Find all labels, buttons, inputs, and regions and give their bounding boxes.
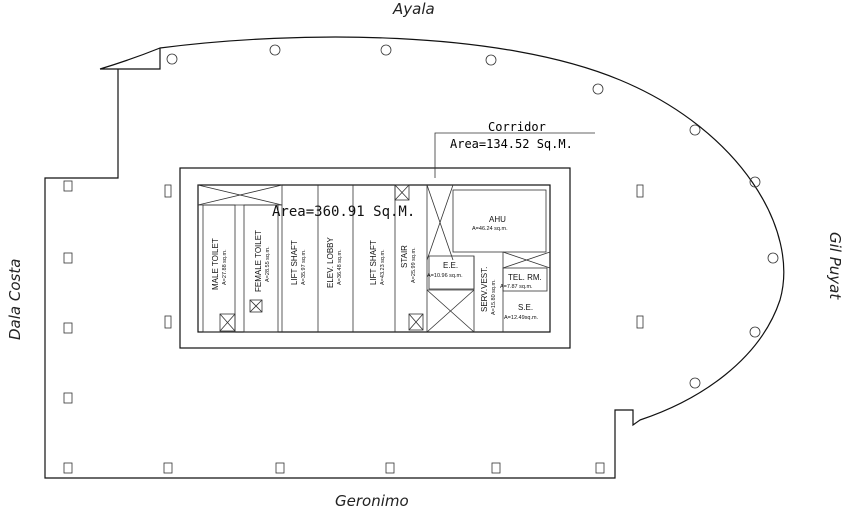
core-outline [179, 167, 571, 349]
room-name: LIFT SHAFT [290, 240, 299, 285]
room-area: A=7.87 sq.m. [500, 284, 533, 290]
street-north: Ayala [392, 0, 435, 18]
room-area: A=25.99 sq.m. [411, 247, 417, 283]
corridor-area: Area=134.52 Sq.M. [450, 137, 573, 151]
building-outline [44, 36, 785, 479]
room-area: A=36.48 sq.m. [337, 249, 343, 285]
room-name: LIFT SHAFT [369, 240, 378, 285]
room-name: SERV.VEST. [480, 267, 489, 312]
room-area: A=43.23 sq.m. [380, 249, 386, 285]
room-area: A=46.24 sq.m. [472, 226, 508, 232]
room-name: MALE TOILET [211, 238, 220, 290]
room-area: A=35.97 sq.m. [301, 249, 307, 285]
room-name: AHU [489, 215, 506, 224]
room-area: A=15.80 sq.m. [491, 279, 497, 315]
room-area: A=12.49sq.m. [504, 315, 539, 321]
room-name: STAIR [400, 245, 409, 268]
room-partitions [197, 184, 551, 333]
room-name: FEMALE TOILET [254, 230, 263, 292]
core-area: Area=360.91 Sq.M. [272, 204, 415, 220]
corridor-leader [434, 132, 595, 178]
room-area: A=27.88 sq.m. [222, 249, 228, 285]
core-inner [197, 184, 551, 333]
columns [63, 44, 779, 474]
room-area: A=10.96 sq.m. [427, 273, 463, 279]
street-south: Geronimo [335, 492, 409, 510]
room-name: E.E. [443, 261, 458, 270]
room-labels: MALE TOILET A=27.88 sq.m. FEMALE TOILET … [211, 215, 542, 321]
room-area: A=28.55 sq.m. [265, 246, 271, 282]
room-name: TEL. RM. [508, 273, 542, 282]
room-name: ELEV. LOBBY [326, 236, 335, 288]
room-name: S.E. [518, 303, 533, 312]
street-west: Dala Costa [6, 259, 24, 340]
corridor-label: Corridor [488, 120, 546, 134]
street-east: Gil Puyat [826, 232, 844, 300]
